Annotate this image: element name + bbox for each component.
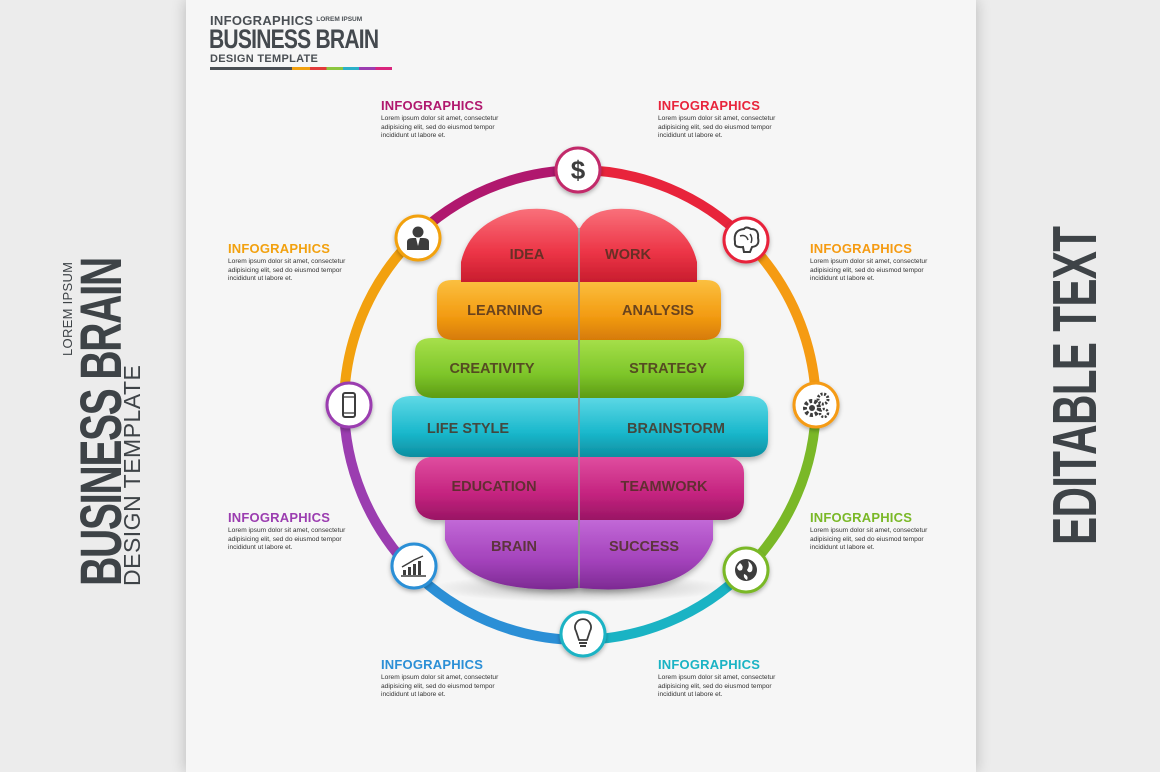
info-title: INFOGRAPHICS [381,98,484,113]
bar-chart-icon [390,542,438,590]
brain-label-strategy: STRATEGY [629,361,707,377]
header-color-bar [210,67,392,70]
brain-band-life-style [392,396,578,457]
icon-nodes: $ [325,146,840,658]
brain-label-success: SUCCESS [609,539,679,555]
brain-label-creativity: CREATIVITY [449,361,534,377]
gears-icon [792,381,840,429]
brain-label-learning: LEARNING [467,303,543,319]
brain-label-idea: IDEA [510,247,545,263]
info-block: INFOGRAPHICS Lorem ipsum dolor sit amet,… [381,657,521,700]
info-text: Lorem ipsum dolor sit amet, consectetur … [810,527,928,552]
info-block: INFOGRAPHICS Lorem ipsum dolor sit amet,… [810,241,950,284]
brain-band-creativity [415,338,578,398]
ring-segment-yellow [339,236,416,406]
info-block: INFOGRAPHICS Lorem ipsum dolor sit amet,… [228,510,368,553]
info-block: INFOGRAPHICS Lorem ipsum dolor sit amet,… [381,98,521,141]
brain-label-teamwork: TEAMWORK [621,479,709,495]
info-text: Lorem ipsum dolor sit amet, consectetur … [810,258,928,283]
brain-band-strategy [580,338,744,398]
brain-band-teamwork [580,456,744,520]
brain-label-work: WORK [605,247,651,263]
info-text: Lorem ipsum dolor sit amet, consectetur … [381,115,499,140]
brain-band-education [415,456,578,520]
svg-text:$: $ [571,155,586,185]
header-top-small: LOREM IPSUM [316,16,363,23]
businessman-icon [394,214,442,262]
smartphone-icon [325,381,373,429]
brain-band-idea [461,208,578,282]
info-title: INFOGRAPHICS [658,98,761,113]
brain-label-education: EDUCATION [451,479,536,495]
info-title: INFOGRAPHICS [381,657,484,672]
header-subtitle: DESIGN TEMPLATE [210,53,319,65]
info-text: Lorem ipsum dolor sit amet, consectetur … [228,527,346,552]
brain-band-brain [445,518,578,590]
brain-label-brain: BRAIN [491,539,537,555]
brain-label-analysis: ANALYSIS [622,303,694,319]
globe-icon [722,546,770,594]
info-title: INFOGRAPHICS [810,510,913,525]
info-text: Lorem ipsum dolor sit amet, consectetur … [381,674,499,699]
info-title: INFOGRAPHICS [228,510,331,525]
dollar-icon: $ [554,146,602,194]
header-main-title: BUSINESS BRAIN [209,24,379,54]
info-block: INFOGRAPHICS Lorem ipsum dolor sit amet,… [228,241,368,284]
info-title: INFOGRAPHICS [810,241,913,256]
brain-band-learning [437,280,578,340]
brain-band-analysis [580,280,721,340]
lightbulb-icon [559,610,607,658]
info-block: INFOGRAPHICS Lorem ipsum dolor sit amet,… [658,98,798,141]
info-block: INFOGRAPHICS Lorem ipsum dolor sit amet,… [658,657,798,700]
info-text: Lorem ipsum dolor sit amet, consectetur … [228,258,346,283]
header-top-title: INFOGRAPHICS [210,13,314,28]
info-title: INFOGRAPHICS [228,241,331,256]
info-text: Lorem ipsum dolor sit amet, consectetur … [658,115,776,140]
ring-segment-blue [408,566,579,645]
info-text: Lorem ipsum dolor sit amet, consectetur … [658,674,776,699]
brain-icon [722,216,770,264]
ring-segment-orange [742,236,821,406]
brain-label-brainstorm: BRAINSTORM [627,421,725,437]
brain-band-success [580,518,713,590]
brain-band-work [580,208,697,282]
info-title: INFOGRAPHICS [658,657,761,672]
brain [392,208,768,590]
info-block: INFOGRAPHICS Lorem ipsum dolor sit amet,… [810,510,950,553]
brain-band-brainstorm [580,396,768,457]
brain-label-life-style: LIFE STYLE [427,421,510,437]
brain-labels: IDEA LEARNING CREATIVITY LIFE STYLE EDUC… [427,247,725,555]
